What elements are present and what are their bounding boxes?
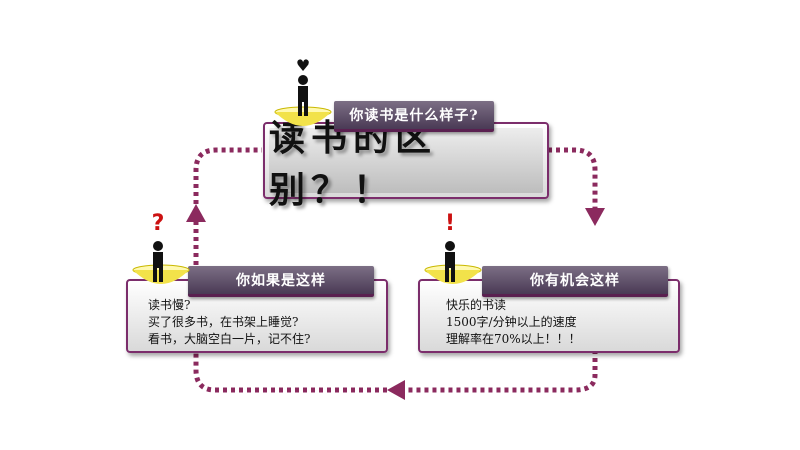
right-line-2: 1500字/分钟以上的速度 — [446, 315, 577, 329]
left-line-1: 读书慢? — [148, 298, 191, 312]
top-header: 你读书是什么样子? — [334, 101, 494, 132]
right-header: 你有机会这样 — [482, 266, 668, 297]
arrow-bottom-to-left — [193, 352, 387, 393]
right-line-1: 快乐的书读 — [446, 298, 507, 312]
arrowhead-left — [387, 380, 405, 400]
arrowhead-up — [186, 204, 206, 222]
arrow-left-to-top-upper — [193, 147, 262, 204]
arrowhead-down — [585, 208, 605, 226]
right-line-3: 理解率在70%以上！！！ — [446, 332, 581, 346]
arrow-right-to-bottom — [405, 350, 598, 393]
exclamation-icon: ! — [444, 211, 456, 236]
arrow-top-to-right — [548, 147, 598, 222]
left-line-3: 看书，大脑空白一片，记不住? — [148, 332, 311, 346]
top-box-inner: 读书的区别？！ — [269, 117, 543, 211]
top-box: 读书的区别？！ — [263, 117, 549, 211]
heart-icon: ♥ — [295, 56, 311, 75]
left-text: 读书慢? 买了很多书，在书架上睡觉? 看书，大脑空白一片，记不住? — [148, 297, 310, 348]
top-bowl-icon — [274, 106, 332, 126]
left-header: 你如果是这样 — [188, 266, 374, 297]
right-text: 快乐的书读 1500字/分钟以上的速度 理解率在70%以上！！！ — [446, 297, 581, 348]
left-person-icon — [153, 241, 163, 282]
right-person-icon — [445, 241, 455, 282]
top-person-icon — [298, 75, 308, 116]
question-icon: ? — [151, 211, 165, 236]
left-line-2: 买了很多书，在书架上睡觉? — [148, 315, 299, 329]
